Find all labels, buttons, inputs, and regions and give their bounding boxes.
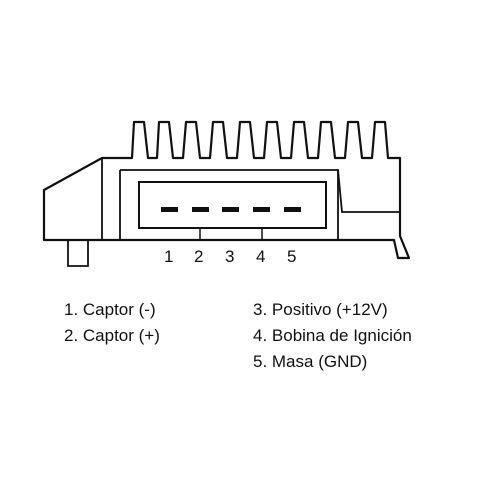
legend-item-3: 3. Positivo (+12V) <box>253 300 388 319</box>
legend-item-4: 4. Bobina de Ignición <box>253 326 412 345</box>
pin-number-2: 2 <box>194 247 203 266</box>
pin-number-4: 4 <box>256 247 265 266</box>
pin-legend-right: 3. Positivo (+12V) 4. Bobina de Ignición… <box>253 297 412 375</box>
pin-legend-left: 1. Captor (-) 2. Captor (+) <box>64 297 160 349</box>
legend-item-5: 5. Masa (GND) <box>253 352 368 371</box>
module-outline <box>42 120 411 260</box>
pin-2 <box>192 207 209 212</box>
pin-5 <box>284 207 301 212</box>
pin-4 <box>253 207 270 212</box>
connector-housing-outer <box>119 169 339 240</box>
legend-item-2: 2. Captor (+) <box>64 326 160 345</box>
pin-number-1: 1 <box>164 247 173 266</box>
pin-number-3: 3 <box>225 247 234 266</box>
pin-3 <box>222 207 239 212</box>
right-step-line <box>337 169 400 213</box>
pin-1 <box>161 207 178 212</box>
connector-housing-inner <box>138 181 327 229</box>
pin-number-5: 5 <box>287 247 296 266</box>
pin-ticks <box>199 228 263 240</box>
mounting-foot <box>67 240 89 267</box>
legend-item-1: 1. Captor (-) <box>64 300 156 319</box>
